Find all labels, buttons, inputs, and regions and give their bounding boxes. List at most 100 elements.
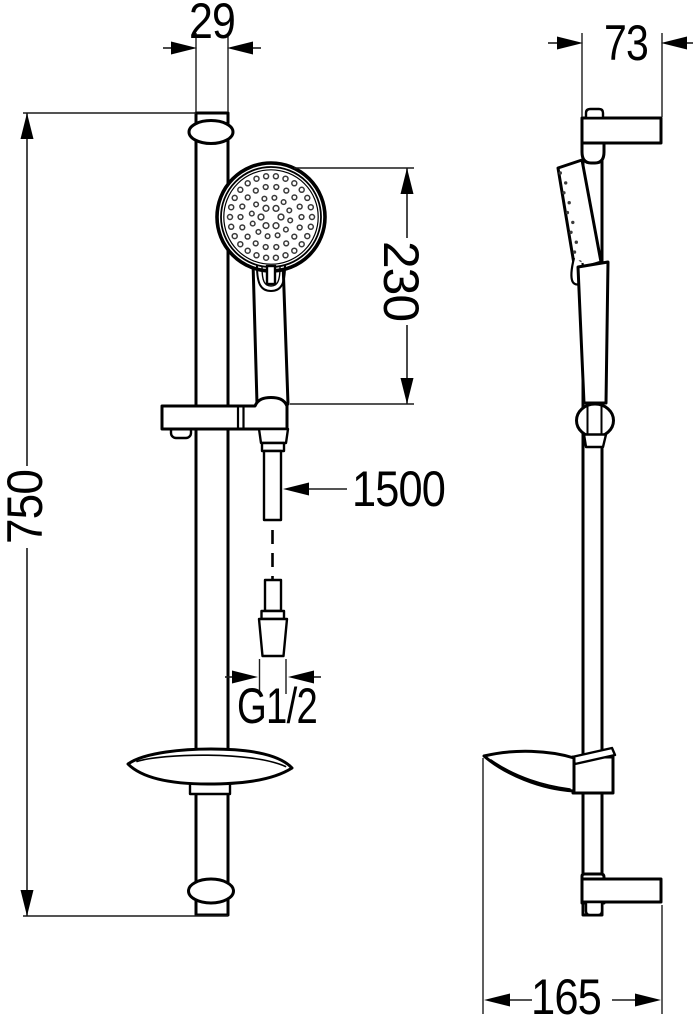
head-inner-ring [223,169,319,265]
front-handle-end [257,427,290,445]
front-top-escutcheon [187,119,235,145]
nozzle-dot [272,254,280,261]
dimension-label-rail-length: 750 [0,470,53,544]
nozzle-dot [291,180,298,187]
nozzle-dot [244,247,251,254]
nozzle-dot [287,217,294,224]
nozzle-dot [262,254,270,261]
dimension-hose-length: 1500 [283,461,446,517]
side-holder-base [582,433,608,449]
nozzle-dot [273,243,280,251]
nozzle-dot [262,243,269,251]
nozzle-field [226,173,316,261]
nozzle-dot [274,232,281,239]
nozzle-dot [244,194,251,201]
nozzle-dot [304,194,311,202]
nozzle-dot [272,173,280,180]
nozzle-dot [296,224,303,231]
front-soap-dish [126,747,294,796]
nozzle-dot [244,233,251,240]
nozzle-dot [237,186,244,194]
nozzle-dot [272,204,280,213]
dish-body [126,747,294,786]
hook-outer-arc [256,265,286,293]
nozzle-dot [280,199,287,206]
dimension-label-thread: G1/2 [237,678,317,734]
spray-edge-dot [558,171,562,175]
dimension-base-depth: 165 [482,758,663,1024]
nozzle-dot [282,252,289,259]
spray-edge-dot [571,220,575,225]
front-view [126,111,327,917]
side-holder-knob [575,402,615,439]
nozzle-dot [273,183,280,191]
nozzle-dot [261,195,268,202]
hook-inner-arc [261,266,281,287]
nozzle-dot [231,194,238,202]
fitting-cone [257,617,289,658]
front-hose [262,449,283,522]
front-head-hook [256,264,286,293]
nozzle-dot [249,220,256,227]
top-bracket-lobe [580,138,606,165]
nozzle-dot [253,175,260,182]
bottom-bracket-tab [584,900,604,917]
nozzle-dot [262,173,270,180]
fitting-shank [263,578,283,613]
spray-edge-dot [572,250,577,254]
front-shower-head [215,161,327,273]
side-top-bracket [580,107,663,165]
nozzle-dot [298,213,305,221]
side-handle [576,260,610,405]
nozzle-dot [239,203,246,210]
nozzle-dot [237,213,244,221]
top-bracket-tab [584,107,605,120]
nozzle-dot [291,194,298,201]
dimension-label-base-depth: 165 [531,969,601,1024]
bottom-bracket-arm [580,877,663,904]
nozzle-dot [283,240,290,247]
nozzle-dot [282,175,289,182]
spray-edge-dot [569,230,573,234]
dimension-handset-length: 230 [290,167,429,405]
side-soap-dish [482,746,617,795]
side-dish-body [482,749,576,793]
nozzle-dot [226,213,234,221]
spray-edge-dot [567,201,571,205]
nozzle-dot [227,223,235,231]
front-hose-fitting [257,578,289,658]
spray-edge-dot [562,191,566,195]
dimension-label-hose-length: 1500 [352,461,445,517]
nozzle-dot [304,232,311,240]
nozzle-dot [272,222,280,230]
nozzle-dot [277,213,285,221]
nozzle-dot [227,203,235,211]
nozzle-dot [307,203,315,211]
side-spray-face-dots [558,171,582,264]
side-dish-rim-line [490,759,571,790]
nozzle-dot [282,226,289,233]
nozzle-dot [262,183,269,191]
dimension-label-rail-width: 29 [189,0,235,49]
nozzle-dot [264,233,271,240]
nozzle-dot [231,232,238,240]
nozzle-dot [253,201,260,208]
spray-edge-dot [565,210,570,215]
front-bottom-escutcheon [187,877,235,905]
dimension-rail-length: 750 [0,112,228,917]
nozzle-dot [286,207,293,214]
nozzle-dot [296,203,303,210]
dimension-label-handset-length: 230 [373,241,429,321]
spray-edge-dot [574,240,578,244]
nozzle-dot [283,187,290,194]
dimension-rail-width: 29 [163,0,261,112]
nozzle-dot [262,204,270,212]
dish-rim-line [136,754,287,768]
nozzle-dot [252,187,259,194]
side-view [482,107,663,917]
nozzle-dot [291,247,298,254]
nozzle-dot [253,252,260,259]
spray-edge-dot [564,181,568,185]
